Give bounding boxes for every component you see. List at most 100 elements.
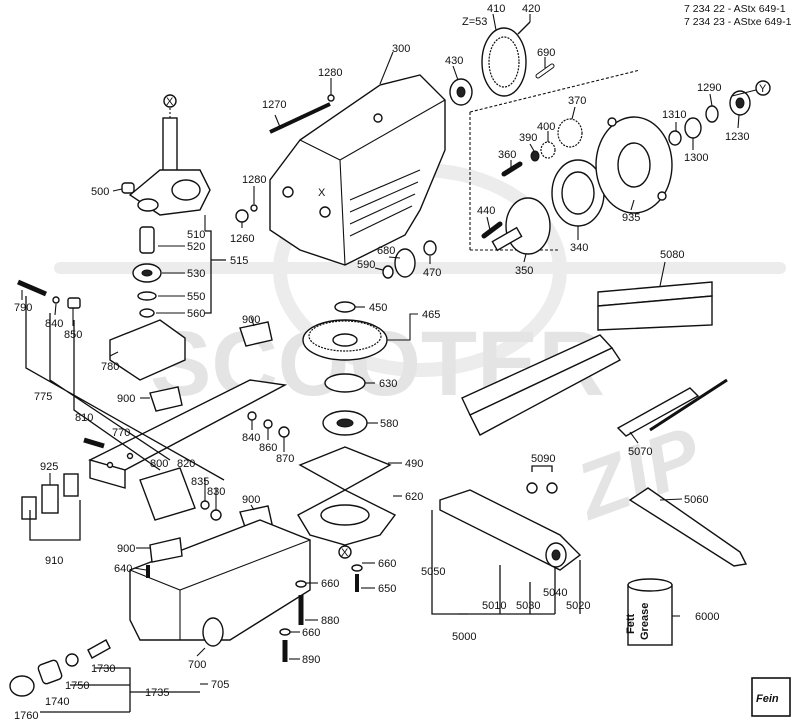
label-890: 890 (302, 654, 320, 666)
bracket-910 (29, 500, 81, 541)
label-835: 835 (191, 476, 209, 488)
label-5020: 5020 (566, 600, 590, 612)
label-1280a: 1280 (318, 67, 342, 79)
plate-910-b (63, 473, 79, 497)
leader-840a (54, 303, 57, 316)
label-700: 700 (188, 659, 206, 671)
leader-500 (112, 188, 123, 192)
eccentric-hub (171, 179, 201, 201)
needle-bearing-390 (530, 150, 540, 162)
bearing-1230-bore (735, 97, 745, 109)
marker-x-label-housing: X (318, 187, 326, 199)
label-935: 935 (622, 212, 640, 224)
bracket-515 (205, 230, 226, 314)
leader-700 (196, 647, 206, 657)
assembly-outline (469, 69, 641, 251)
label-5010: 5010 (482, 600, 506, 612)
label-910: 910 (45, 555, 63, 567)
washer-660-a (351, 564, 363, 572)
housing-hole-mid (319, 206, 331, 218)
label-660b: 660 (321, 578, 339, 590)
label-530: 530 (187, 268, 205, 280)
label-410: 410 (487, 3, 505, 15)
label-820: 820 (177, 458, 195, 470)
label-5090: 5090 (531, 453, 555, 465)
leader-5070 (629, 431, 639, 444)
leader-390 (529, 143, 535, 152)
label-925: 925 (40, 461, 58, 473)
label-790: 790 (14, 302, 32, 314)
label-1260: 1260 (230, 233, 254, 245)
label-1760: 1760 (14, 710, 38, 722)
ring-gear-teeth (488, 36, 520, 88)
knob-1740 (37, 659, 63, 685)
fein-logo: Fein (751, 677, 791, 717)
label-860: 860 (259, 442, 277, 454)
label-560: 560 (187, 308, 205, 320)
washer-550 (137, 291, 157, 301)
bearing-430-bore (456, 86, 466, 98)
pad-900-b (149, 386, 183, 412)
bevel-gear-hub (332, 333, 358, 347)
leader-1290 (709, 93, 713, 107)
key-500 (121, 182, 135, 194)
screw-1270 (269, 102, 331, 134)
screw-420 (517, 21, 531, 35)
grease-can-text-1: Fett (625, 614, 637, 635)
leader-1230 (737, 114, 740, 129)
eccentric-shaft-group: X (121, 94, 211, 318)
bearing-580-bore (336, 418, 354, 428)
leader-680 (388, 256, 401, 259)
label-880: 880 (321, 615, 339, 627)
label-5040: 5040 (543, 587, 567, 599)
rail-770-end (89, 459, 126, 489)
circlip-560 (139, 308, 155, 318)
label-1300: 1300 (684, 152, 708, 164)
shaft-510 (162, 117, 178, 179)
label-1740: 1740 (45, 696, 69, 708)
pad-900-a (239, 321, 273, 347)
leader-410 (492, 13, 497, 31)
label-5070: 5070 (628, 446, 652, 458)
pin-360 (501, 161, 523, 177)
label-6000: 6000 (695, 611, 719, 623)
gear-400 (540, 141, 556, 159)
screw-810 (83, 437, 105, 449)
bearing-530-bore (141, 269, 153, 277)
accessories: Fett Grease (439, 281, 748, 646)
bracket-5000 (431, 510, 581, 615)
marker-x-circle-top (163, 94, 177, 108)
washer-1310 (668, 130, 682, 146)
grease-can-lid (627, 578, 673, 592)
label-840a: 840 (45, 318, 63, 330)
flange-620-hub (320, 504, 370, 526)
grease-can-text-2: Grease (639, 603, 651, 640)
washer-660-c (279, 628, 291, 636)
clamp-plate-800 (139, 467, 196, 521)
marker-x-label-bottom: X (341, 547, 349, 559)
screw-5090-b (546, 482, 558, 494)
leader-5080 (659, 261, 666, 287)
label-780: 780 (101, 361, 119, 373)
label-680: 680 (377, 245, 395, 257)
label-360: 360 (498, 149, 516, 161)
label-620: 620 (405, 491, 423, 503)
label-660c: 660 (302, 627, 320, 639)
label-515: 515 (230, 255, 248, 267)
plate-925 (41, 484, 59, 514)
leader-440 (486, 216, 491, 231)
washer-840 (52, 296, 60, 304)
housing-300 (269, 74, 446, 266)
slide-780 (109, 319, 186, 381)
saw-blade-b (469, 347, 622, 436)
washer-860 (263, 419, 273, 429)
label-900c: 900 (242, 494, 260, 506)
nut-590 (382, 265, 394, 279)
circlip-450 (334, 301, 356, 313)
label-1280b: 1280 (242, 174, 266, 186)
label-830: 830 (207, 486, 225, 498)
leader-430 (452, 65, 459, 81)
nut-870 (278, 426, 290, 438)
leader-935 (630, 199, 635, 211)
